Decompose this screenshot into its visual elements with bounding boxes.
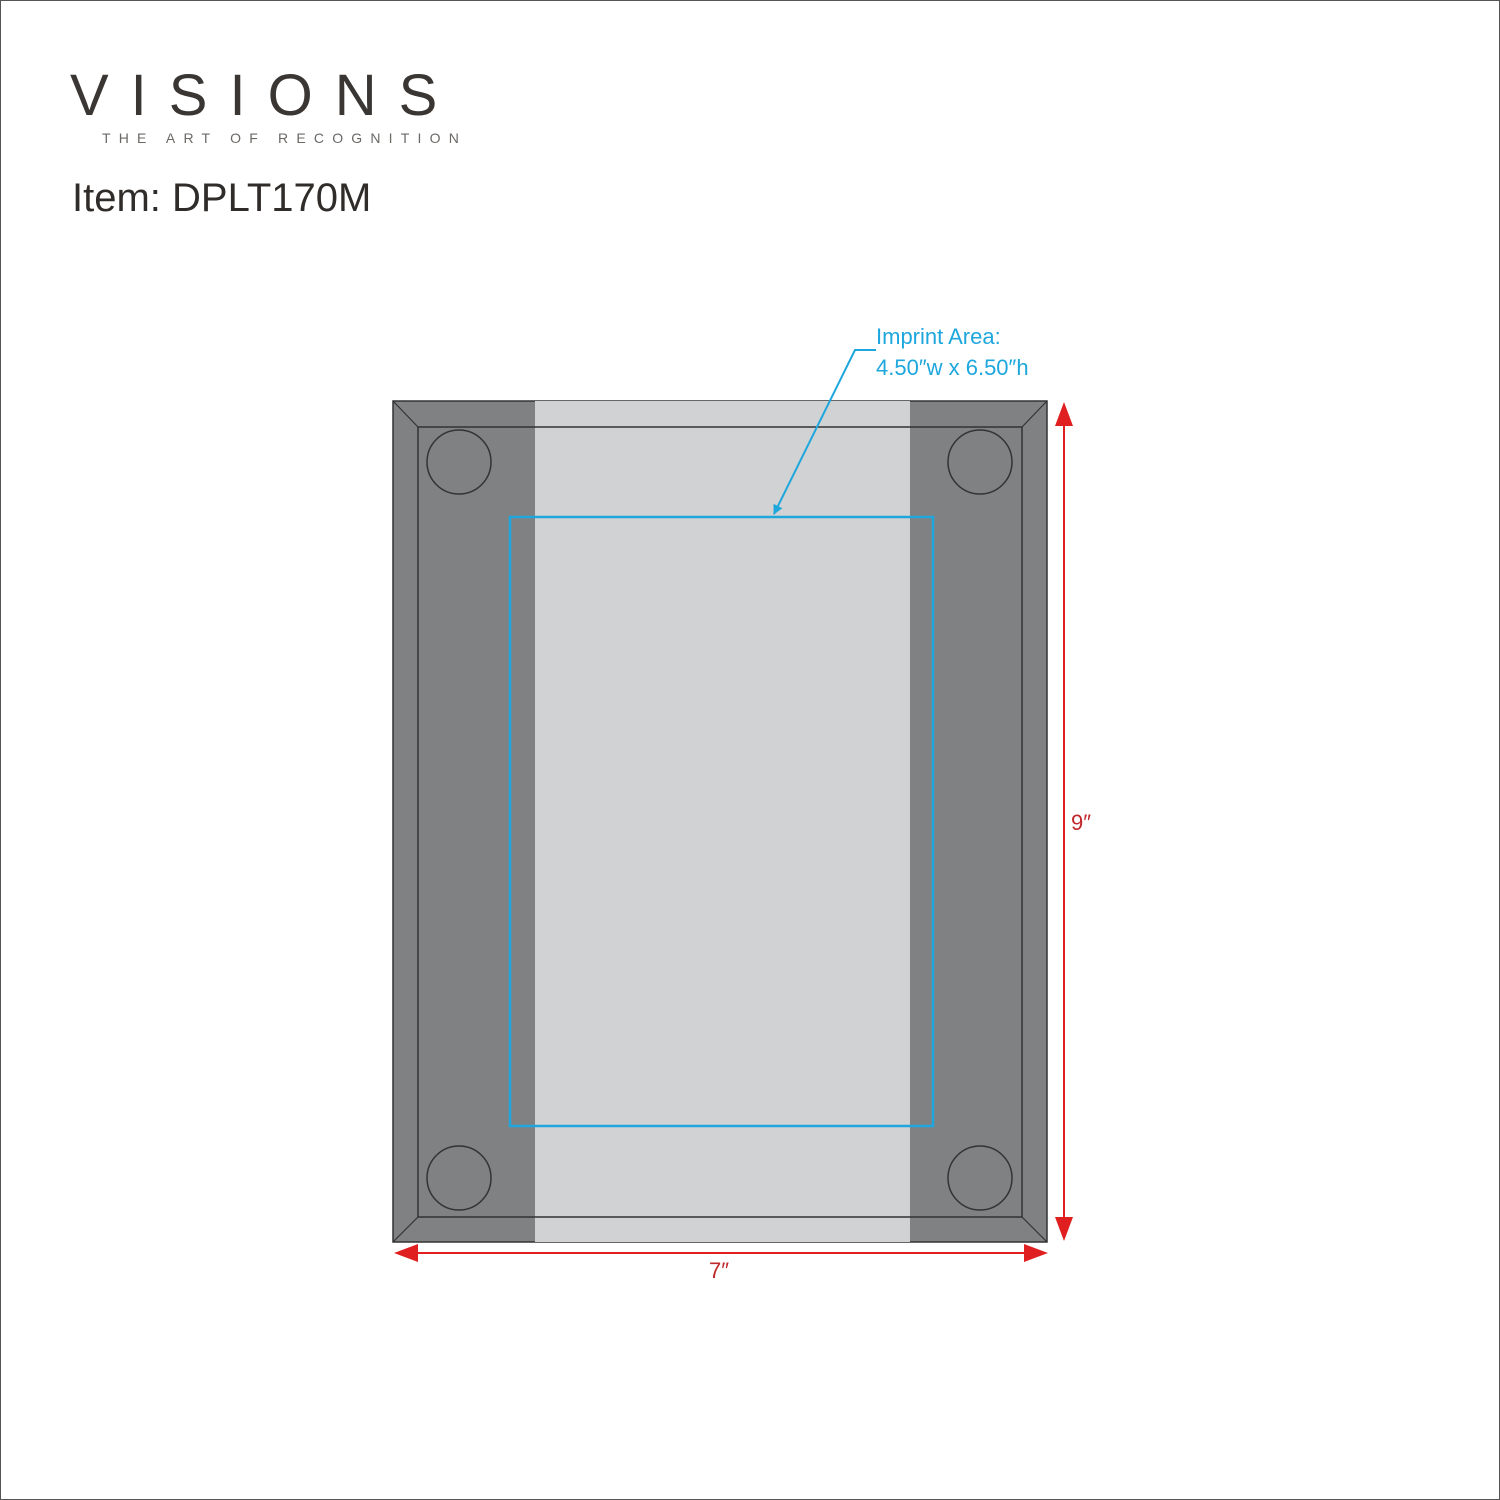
imprint-area [508, 515, 935, 1128]
standoff-icon [426, 1145, 492, 1211]
item-number: Item: DPLT170M [72, 176, 372, 220]
standoff-icon [426, 429, 492, 495]
bevel-inner [417, 426, 1023, 1218]
height-dimension-arrow [1055, 402, 1073, 1241]
plaque [392, 400, 1048, 1243]
glass-strip [535, 401, 910, 1242]
imprint-size: 4.50″w x 6.50″h [876, 355, 1029, 380]
standoff-icon [947, 1145, 1013, 1211]
imprint-title: Imprint Area: [876, 324, 1001, 349]
imprint-leader-arrow [773, 349, 876, 515]
standoff-icon [947, 429, 1013, 495]
brand-logo: VISIONS [70, 63, 460, 128]
width-label: 7″ [709, 1258, 729, 1283]
brand-tagline: THE ART OF RECOGNITION [102, 130, 468, 146]
width-dimension-arrow [394, 1244, 1048, 1262]
height-label: 9″ [1071, 810, 1091, 835]
